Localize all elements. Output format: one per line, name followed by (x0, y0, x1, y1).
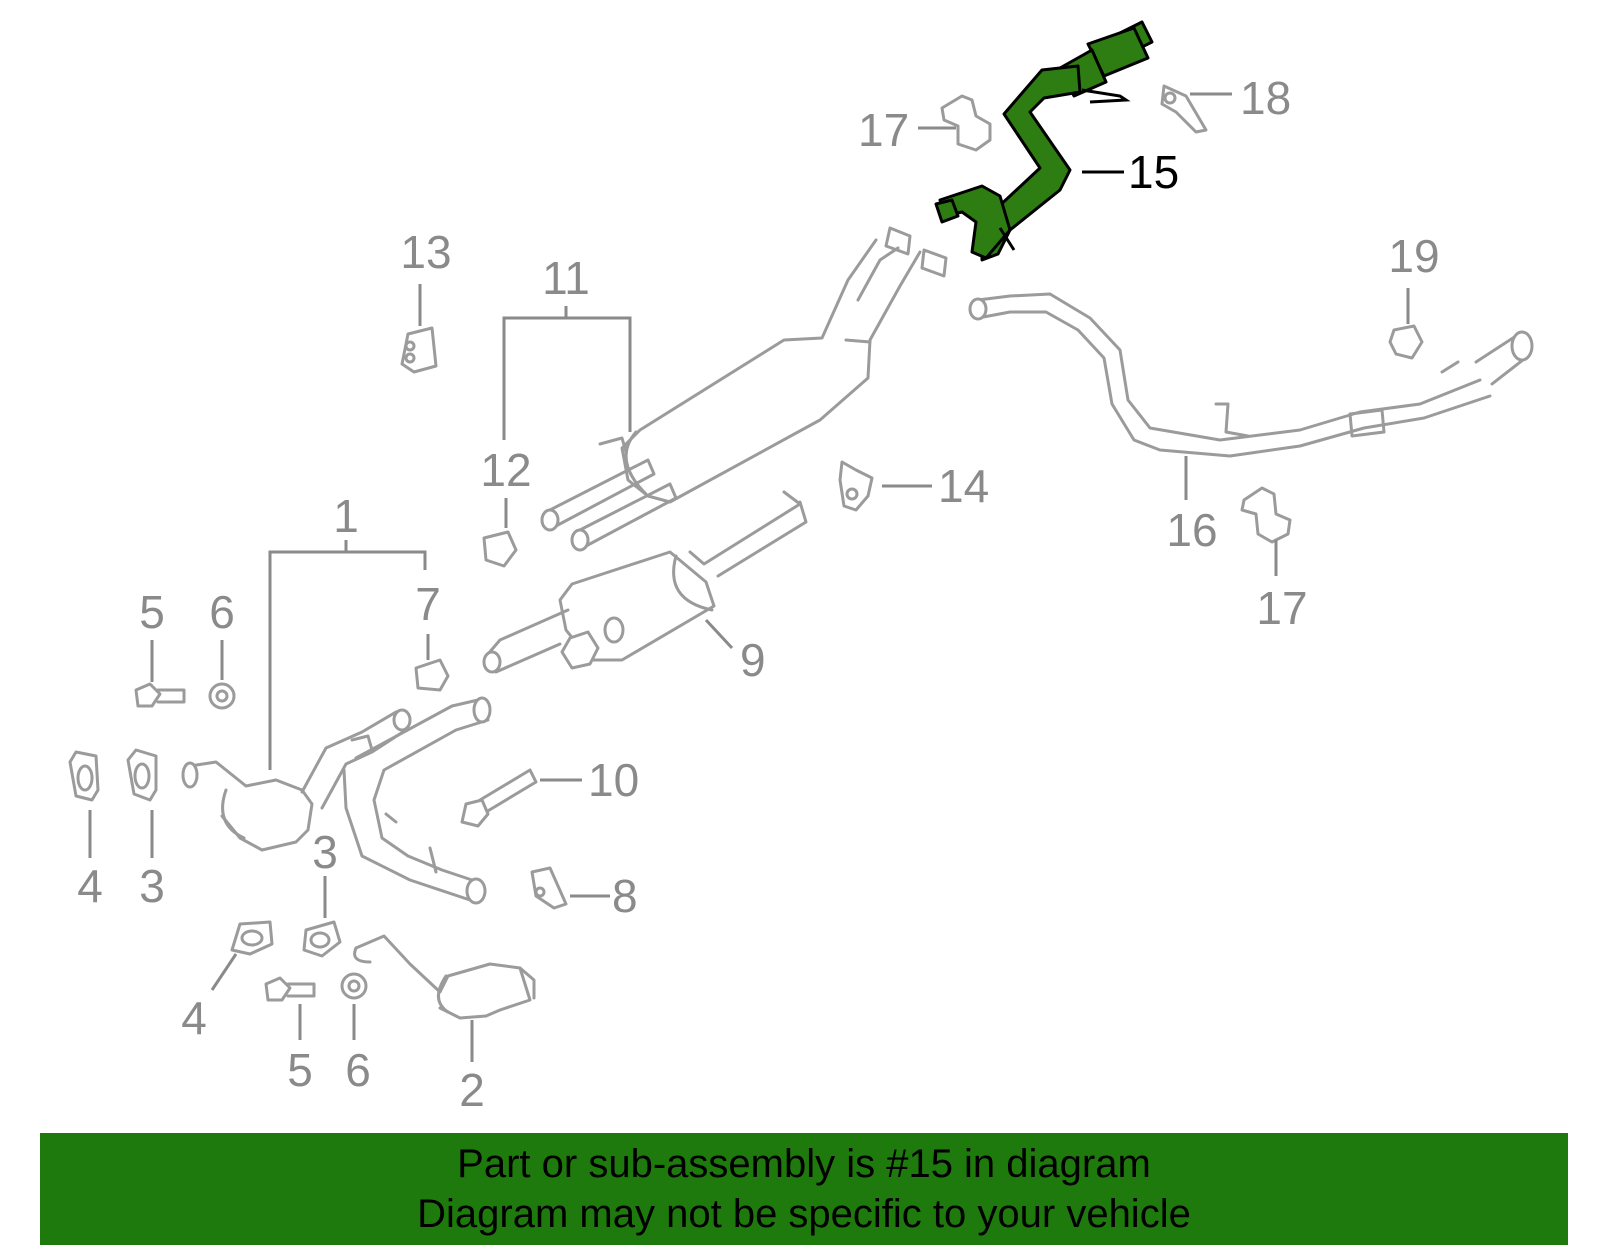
callout-6-lower: 6 (345, 1044, 371, 1096)
callout-3-upper: 3 (139, 860, 165, 912)
part-18-bracket[interactable] (1160, 84, 1208, 134)
callout-19: 19 (1388, 230, 1439, 282)
callout-9: 9 (740, 634, 766, 686)
callout-5-upper: 5 (139, 586, 165, 638)
callout-5-lower: 5 (287, 1044, 313, 1096)
part-9-resonator[interactable] (482, 490, 808, 674)
callout-7: 7 (415, 578, 441, 630)
banner-line-disclaimer: Diagram may not be specific to your vehi… (417, 1192, 1191, 1236)
callout-12: 12 (480, 444, 531, 496)
callout-8: 8 (612, 870, 638, 922)
part-14-bracket[interactable] (838, 460, 874, 512)
callout-4-upper: 4 (77, 860, 103, 912)
part-1-front-pipe-assembly[interactable] (181, 696, 492, 905)
callout-2: 2 (459, 1064, 485, 1116)
callout-1: 1 (333, 490, 359, 542)
callout-6-upper: 6 (209, 586, 235, 638)
part-10-bolt[interactable] (460, 768, 538, 828)
part-17-hanger-upper[interactable] (940, 94, 992, 152)
part-7-insulator[interactable] (414, 658, 450, 692)
part-16-exhaust-pipe[interactable] (968, 292, 1534, 458)
callout-4-lower: 4 (181, 992, 207, 1044)
callout-14: 14 (938, 460, 989, 512)
part-6-nut-upper[interactable] (208, 682, 236, 710)
part-5-bolt-upper[interactable] (134, 682, 186, 708)
part-5-bolt-lower[interactable] (264, 976, 316, 1002)
part-6-nut-lower[interactable] (340, 972, 368, 1000)
banner-line-part: Part or sub-assembly is #15 in diagram (457, 1142, 1151, 1186)
callout-10: 10 (588, 754, 639, 806)
callout-15: 15 (1128, 146, 1179, 198)
part-11-rear-muffler[interactable] (540, 226, 948, 552)
part-4-gasket-upper[interactable] (68, 750, 100, 802)
part-3-gasket-upper[interactable] (126, 748, 158, 802)
leader-lines (88, 92, 1410, 1062)
part-15-tailpipe[interactable] (934, 20, 1154, 262)
callout-17-lower: 17 (1256, 582, 1307, 634)
part-info-banner: Part or sub-assembly is #15 in diagram D… (40, 1133, 1568, 1245)
part-8-bracket[interactable] (530, 866, 568, 910)
part-17-hanger-lower[interactable] (1240, 486, 1292, 544)
part-3-gasket-lower[interactable] (302, 920, 342, 958)
callout-18: 18 (1240, 72, 1291, 124)
part-19-insulator[interactable] (1388, 324, 1424, 360)
part-12-insulator[interactable] (482, 530, 518, 568)
callout-3-lower: 3 (312, 826, 338, 878)
part-4-gasket-lower[interactable] (230, 920, 274, 956)
callout-16: 16 (1166, 504, 1217, 556)
part-2-front-pipe-converter[interactable] (353, 934, 536, 1020)
part-13-hanger[interactable] (400, 326, 438, 374)
callout-labels: 1 2 3 3 4 4 5 5 6 6 7 8 9 10 11 12 13 14… (77, 72, 1439, 1116)
callout-13: 13 (400, 226, 451, 278)
callout-17-upper: 17 (858, 104, 909, 156)
callout-11: 11 (542, 252, 590, 304)
